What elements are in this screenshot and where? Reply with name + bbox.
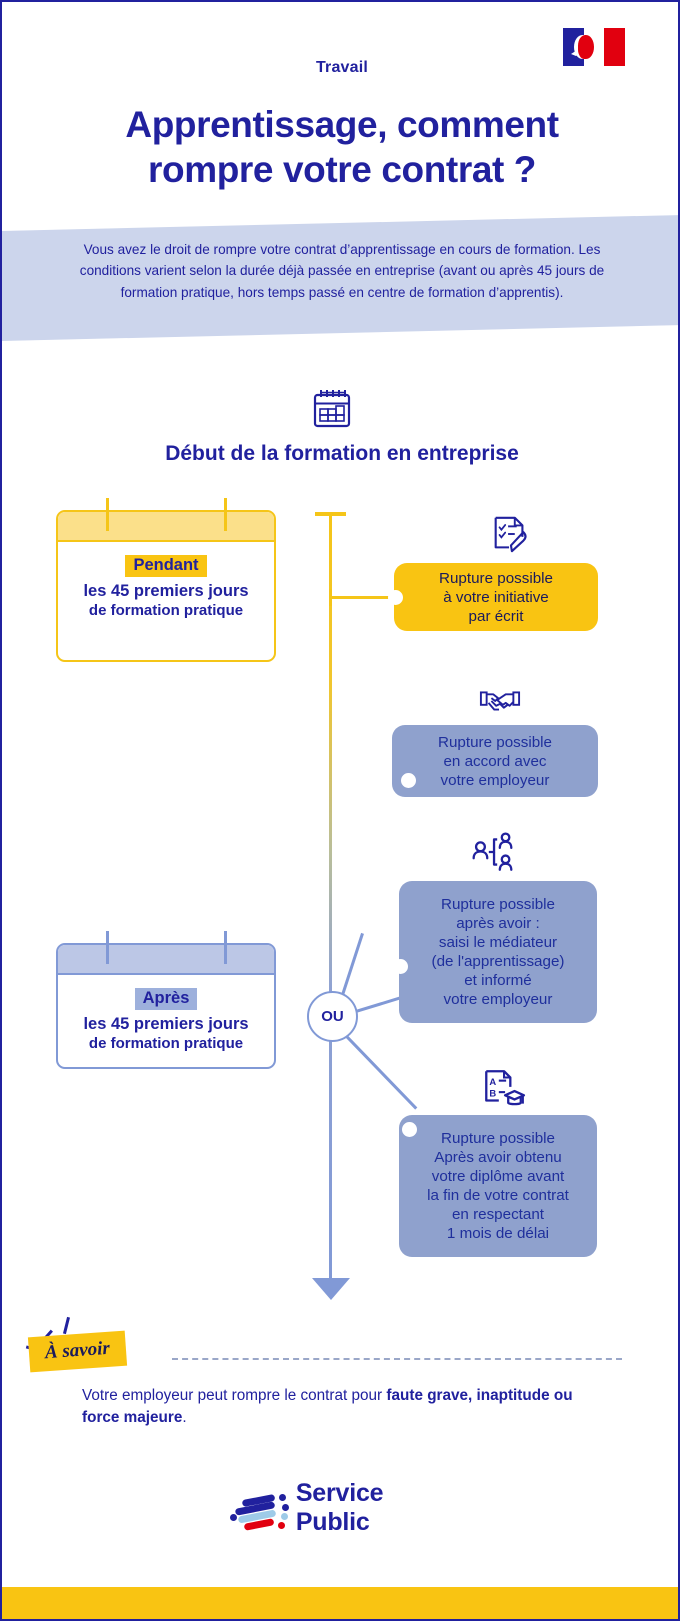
card-apres: Après les 45 premiers jours de formation… [56,943,276,1069]
outcome-text: Rupture possible à votre initiative par … [439,569,553,625]
title-line-2: rompre votre contrat ? [148,149,536,191]
card-body: Pendant les 45 premiers jours de formati… [58,542,274,619]
card-header-band [58,512,274,542]
title-line-1: Apprentissage, comment [125,104,559,145]
divider-dashed [172,1358,622,1360]
card-header-band [58,945,274,975]
timeline-stem [329,514,332,1282]
connector-dot [401,773,416,788]
outcome-text: Rupture possible Après avoir obtenu votr… [427,1130,569,1242]
card-pendant: Pendant les 45 premiers jours de formati… [56,510,276,662]
page-title: Apprentissage, comment rompre votre cont… [2,102,678,192]
service-public-logo: Service Public [228,1479,458,1536]
card-ring [106,498,109,531]
calendar-icon [313,390,351,428]
card-chip-apres: Après [134,988,198,1010]
card-body: Après les 45 premiers jours de formation… [58,975,274,1052]
connector-dot [388,590,403,605]
mediator-people-icon [472,832,513,871]
note-prefix: Votre employeur peut rompre le contrat p… [82,1387,387,1404]
sparkle-icon [62,1316,71,1335]
outcome-text: Rupture possible en accord avec votre em… [438,733,552,789]
note-suffix: . [182,1409,187,1427]
card-ring [224,498,227,531]
section-heading: Début de la formation en entreprise [165,442,519,465]
card-line2: de formation pratique [88,1035,244,1052]
service-public-logo-text: Service Public [295,1479,384,1536]
a-savoir-badge: À savoir [27,1330,128,1373]
checklist-pen-icon [494,516,527,553]
service-public-logo-icon [228,1488,289,1531]
outcome-box-mediateur: Rupture possible après avoir : saisi le … [399,881,597,1023]
card-ring [224,931,227,964]
outcome-box-accord-employeur: Rupture possible en accord avec votre em… [392,725,598,797]
diploma-graduation-icon: A B [485,1070,526,1106]
handshake-icon [479,691,521,711]
connector-dot [402,1122,417,1137]
footer-bar [2,1587,678,1619]
french-republic-flag-icon [563,28,625,66]
timeline-or-junction: OU [307,991,358,1042]
page-kicker: Travail [315,59,369,76]
card-chip-pendant: Pendant [125,555,207,577]
card-line1: les 45 premiers jours [83,1015,249,1033]
card-line2: de formation pratique [88,602,244,619]
card-line1: les 45 premiers jours [83,582,249,600]
svg-text:A: A [489,1076,496,1087]
outcome-text: Rupture possible après avoir : saisi le … [431,896,565,1008]
svg-text:B: B [489,1087,496,1098]
spoke-to-diplome [339,1028,418,1110]
timeline-branch-tick [329,589,332,606]
outcome-box-initiative-ecrit: Rupture possible à votre initiative par … [394,563,598,631]
outcome-box-diplome: Rupture possible Après avoir obtenu votr… [399,1115,597,1257]
timeline-arrow-icon [312,1278,350,1300]
card-ring [106,931,109,964]
timeline-branch-yellow [331,596,393,599]
connector-dot [393,959,408,974]
a-savoir-note: Votre employeur peut rompre le contrat p… [82,1385,612,1429]
intro-text: Vous avez le droit de rompre votre contr… [79,242,605,300]
note-bold: faute grave, inaptitude ou force majeure [82,1387,573,1427]
